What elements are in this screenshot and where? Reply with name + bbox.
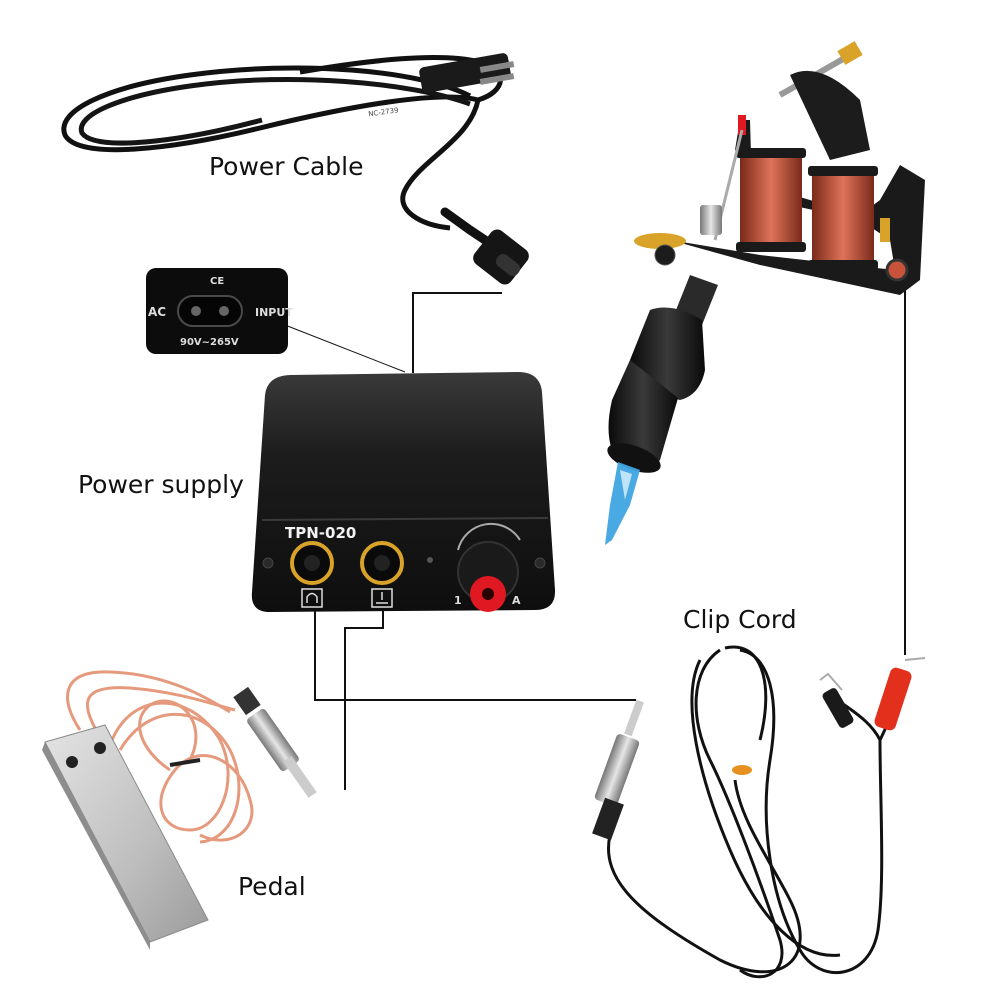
clip-cord	[592, 645, 926, 979]
pedal-plug	[233, 686, 317, 798]
power-supply-unit: TPN-020 1 A	[251, 372, 556, 612]
knob-scale-left: 1	[454, 594, 462, 607]
foot-pedal	[42, 670, 317, 950]
voltage-text: 90V~265V	[180, 337, 239, 348]
power-cable: NC-2739	[61, 53, 529, 285]
clip-cord-label: Clip Cord	[683, 605, 797, 634]
coil-right	[808, 166, 878, 270]
line-cable-to-supply	[412, 292, 502, 373]
coil-left	[736, 148, 806, 252]
model-label: TPN-020	[285, 524, 356, 542]
pedal-jack	[360, 541, 404, 608]
power-supply-label: Power supply	[78, 470, 244, 499]
cable-print: NC-2739	[368, 106, 399, 118]
rca-clip-red	[874, 657, 926, 731]
line-supply-to-pedal	[344, 610, 384, 790]
pedal-cord	[66, 670, 254, 844]
tattoo-machine	[605, 41, 925, 545]
input-text: INPUT	[255, 306, 293, 319]
ce-mark: CE	[210, 276, 224, 287]
pedal-label: Pedal	[238, 872, 306, 901]
clip-cord-plug	[592, 699, 644, 841]
voltage-knob: 1 A	[454, 522, 521, 612]
machine-jack	[290, 541, 334, 608]
connection-lines	[314, 285, 906, 790]
ac-text: AC	[148, 305, 166, 319]
figure8-connector	[440, 207, 529, 285]
rca-clip-black	[819, 672, 854, 728]
led-indicator	[427, 557, 433, 563]
ac-inlet-inset: CE AC INPUT 90V~265V	[146, 268, 293, 354]
power-cable-label: Power Cable	[209, 152, 364, 181]
needle-cartridge	[605, 462, 640, 545]
inset-pointer	[284, 324, 406, 373]
knob-scale-right: A	[512, 594, 521, 607]
line-supply-to-clipcord	[314, 610, 636, 701]
